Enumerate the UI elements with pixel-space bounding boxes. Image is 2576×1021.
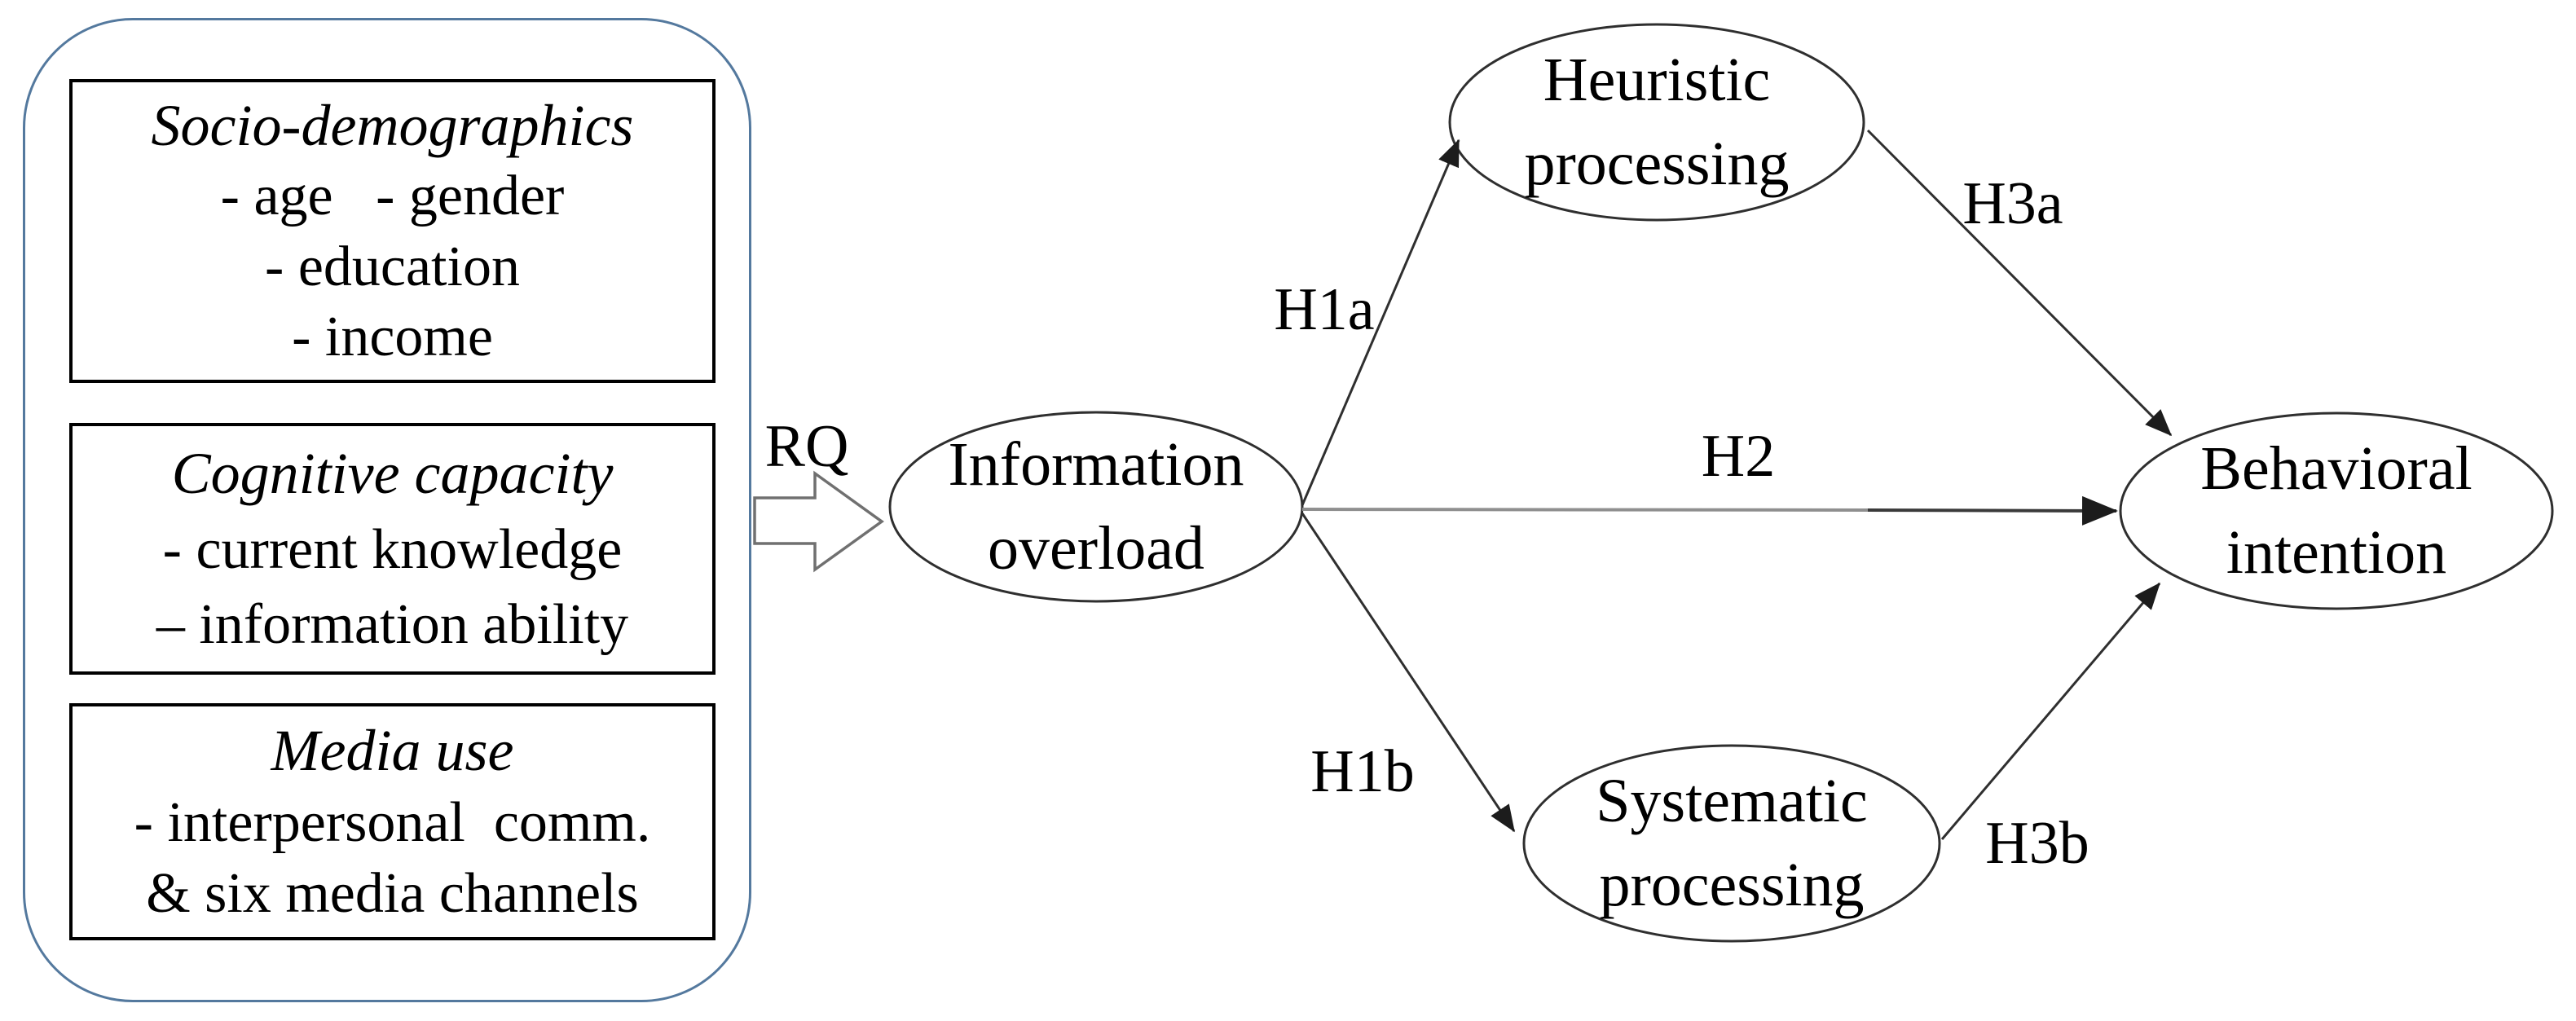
path-h2-arrow xyxy=(1867,495,2118,526)
node-label-line: Information xyxy=(948,430,1244,499)
cognitive-capacity-box: Cognitive capacity - current knowledge –… xyxy=(69,423,716,675)
node-label-line: processing xyxy=(1524,130,1790,198)
path-h1a-arrow xyxy=(1301,139,1460,506)
node-label-line: Heuristic xyxy=(1543,46,1771,114)
systematic-processing-ellipse xyxy=(1522,744,1941,943)
box-item: – information ability xyxy=(156,592,629,656)
heuristic-processing-ellipse xyxy=(1448,23,1865,222)
box-item: - interpersonal comm. xyxy=(134,790,651,854)
node-label-line: intention xyxy=(2226,518,2447,587)
box-item: - age - gender xyxy=(220,165,565,228)
box-title: Socio-demographics xyxy=(151,92,634,158)
information-overload-ellipse xyxy=(888,411,1304,603)
rq-block-arrow-shape xyxy=(753,470,884,573)
box-item: - income xyxy=(292,306,493,369)
path-h3a-arrow xyxy=(1866,129,2173,437)
rq-label: RQ xyxy=(764,413,849,480)
box-title: Media use xyxy=(271,717,514,783)
information-overload-label: Information overload xyxy=(890,423,1302,591)
node-label-line: overload xyxy=(988,514,1204,583)
node-label-line: Behavioral xyxy=(2200,434,2473,503)
box-item: - current knowledge xyxy=(162,517,623,581)
h2-label: H2 xyxy=(1701,423,1776,490)
path-h2-line-gray-segment xyxy=(1301,508,1869,512)
antecedents-panel xyxy=(23,18,751,1002)
behavioral-intention-label: Behavioral intention xyxy=(2120,427,2552,595)
h1b-label: H1b xyxy=(1310,738,1415,805)
systematic-processing-label: Systematic processing xyxy=(1524,759,1940,927)
heuristic-processing-label: Heuristic processing xyxy=(1450,38,1864,206)
path-h3b-arrow xyxy=(1940,582,2161,840)
box-title: Cognitive capacity xyxy=(171,441,614,507)
h3a-label: H3a xyxy=(1962,170,2063,237)
path-h1b-arrow xyxy=(1301,513,1516,833)
media-use-box: Media use - interpersonal comm. & six me… xyxy=(69,703,716,940)
node-label-line: Systematic xyxy=(1596,767,1868,835)
behavioral-intention-ellipse xyxy=(2119,411,2554,610)
node-label-line: processing xyxy=(1599,851,1865,919)
box-item: - education xyxy=(265,235,520,298)
h1a-label: H1a xyxy=(1274,276,1375,343)
box-item: & six media channels xyxy=(146,862,639,926)
h3b-label: H3b xyxy=(1985,810,2089,877)
socio-demographics-box: Socio-demographics - age - gender - educ… xyxy=(69,79,716,383)
